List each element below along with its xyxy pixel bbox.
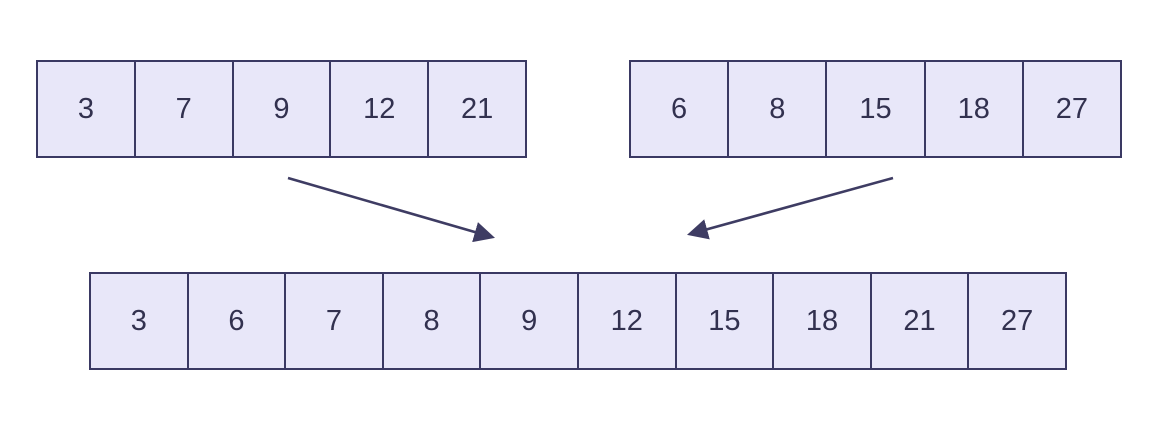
array-cell: 7	[135, 62, 234, 156]
array-cell: 27	[969, 274, 1065, 368]
array-cell: 3	[38, 62, 136, 156]
merge-arrow-right-icon	[686, 176, 894, 240]
array-cell: 9	[481, 274, 579, 368]
array-cell: 6	[631, 62, 730, 156]
array-cell: 18	[774, 274, 872, 368]
array-cell: 12	[331, 62, 430, 156]
array-cell: 27	[1023, 62, 1121, 156]
array-cell: 8	[729, 62, 828, 156]
array-cell: 8	[383, 274, 482, 368]
array-cell: 12	[578, 274, 677, 368]
array-cell: 6	[188, 274, 287, 368]
array-cell: 21	[429, 62, 525, 156]
array-cell: 15	[827, 62, 926, 156]
array-cell: 21	[871, 274, 970, 368]
array-cell: 9	[233, 62, 332, 156]
array-cell: 15	[676, 274, 775, 368]
array-cell: 3	[91, 274, 189, 368]
merge-arrow-left-icon	[287, 176, 495, 243]
array-cell: 18	[925, 62, 1024, 156]
array-cell: 7	[286, 274, 384, 368]
